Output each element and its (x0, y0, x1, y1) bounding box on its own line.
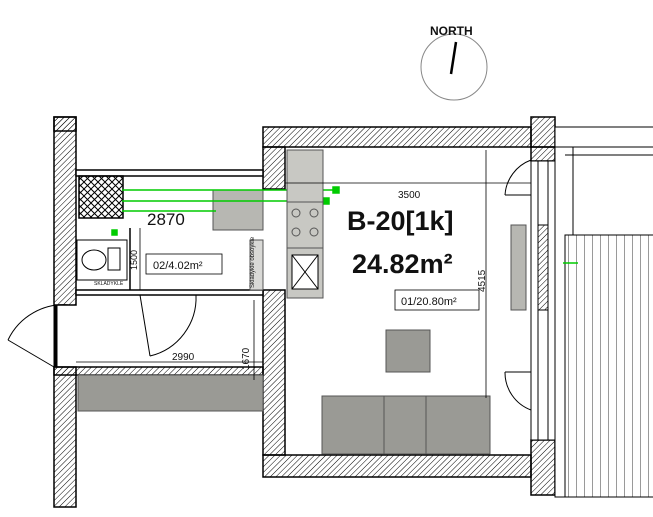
room-label-01: 01/20.80m² (401, 296, 457, 308)
unit-code: B-20[1k] (347, 206, 454, 236)
dim-1670: 1670 (241, 347, 252, 370)
bathroom-fixtures: Skladykle obsoykle (76, 189, 264, 291)
dim-1500: 1500 (129, 250, 139, 270)
cabinet-label: Skladykle obsoykle (250, 236, 256, 288)
dim-4515: 4515 (477, 269, 488, 292)
table (385, 329, 431, 373)
dim-2990: 2990 (172, 352, 195, 363)
tv-cabinet (510, 224, 527, 311)
bathroom-door (139, 294, 197, 357)
sofa (321, 395, 491, 455)
kitchen (286, 149, 324, 299)
bathroom-walls (75, 169, 264, 296)
vent-shaft (78, 175, 124, 219)
compass-label: NORTH (430, 24, 473, 38)
north-compass: NORTH (420, 24, 488, 101)
small-label: SKLADYKLE (94, 281, 124, 287)
room-label-box-02 (145, 253, 223, 275)
room-label-box-01 (394, 289, 480, 311)
unit-area: 24.82m² (352, 249, 453, 279)
room-label-02: 02/4.02m² (153, 260, 203, 272)
entrance-door (7, 304, 71, 368)
dim-2870: 2870 (147, 210, 185, 229)
dim-3500: 3500 (398, 190, 421, 201)
balcony-doors (504, 159, 532, 411)
wardrobe (77, 374, 264, 412)
window-column (530, 160, 556, 441)
dimension-lines (76, 150, 531, 398)
balcony (554, 126, 653, 498)
